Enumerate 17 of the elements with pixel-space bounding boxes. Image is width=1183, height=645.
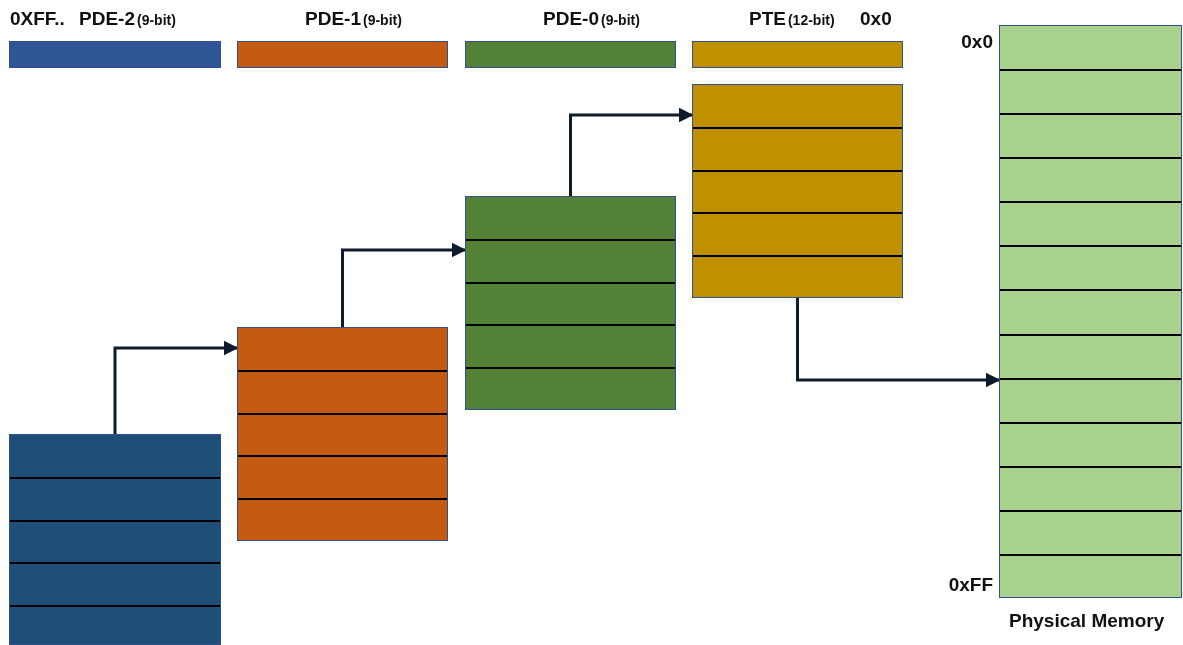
arrow xyxy=(569,107,694,196)
page-table xyxy=(9,434,221,645)
page-table xyxy=(692,84,903,298)
field-label: PDE-2(9-bit) xyxy=(79,8,176,30)
page-table xyxy=(465,196,676,410)
arrow xyxy=(113,340,239,434)
address-label: 0x0 xyxy=(860,8,892,30)
field-label: PTE(12-bit) xyxy=(749,8,835,30)
page-table xyxy=(237,327,448,541)
address-label: 0XFF.. xyxy=(10,8,65,30)
field-label: PDE-0(9-bit) xyxy=(543,8,640,30)
memory-caption: Physical Memory xyxy=(1009,610,1165,632)
arrow xyxy=(341,242,467,327)
address-label: 0xFF xyxy=(948,574,993,596)
field-label: PDE-1(9-bit) xyxy=(305,8,402,30)
address-label: 0x0 xyxy=(961,31,993,53)
arrow xyxy=(796,298,1001,388)
